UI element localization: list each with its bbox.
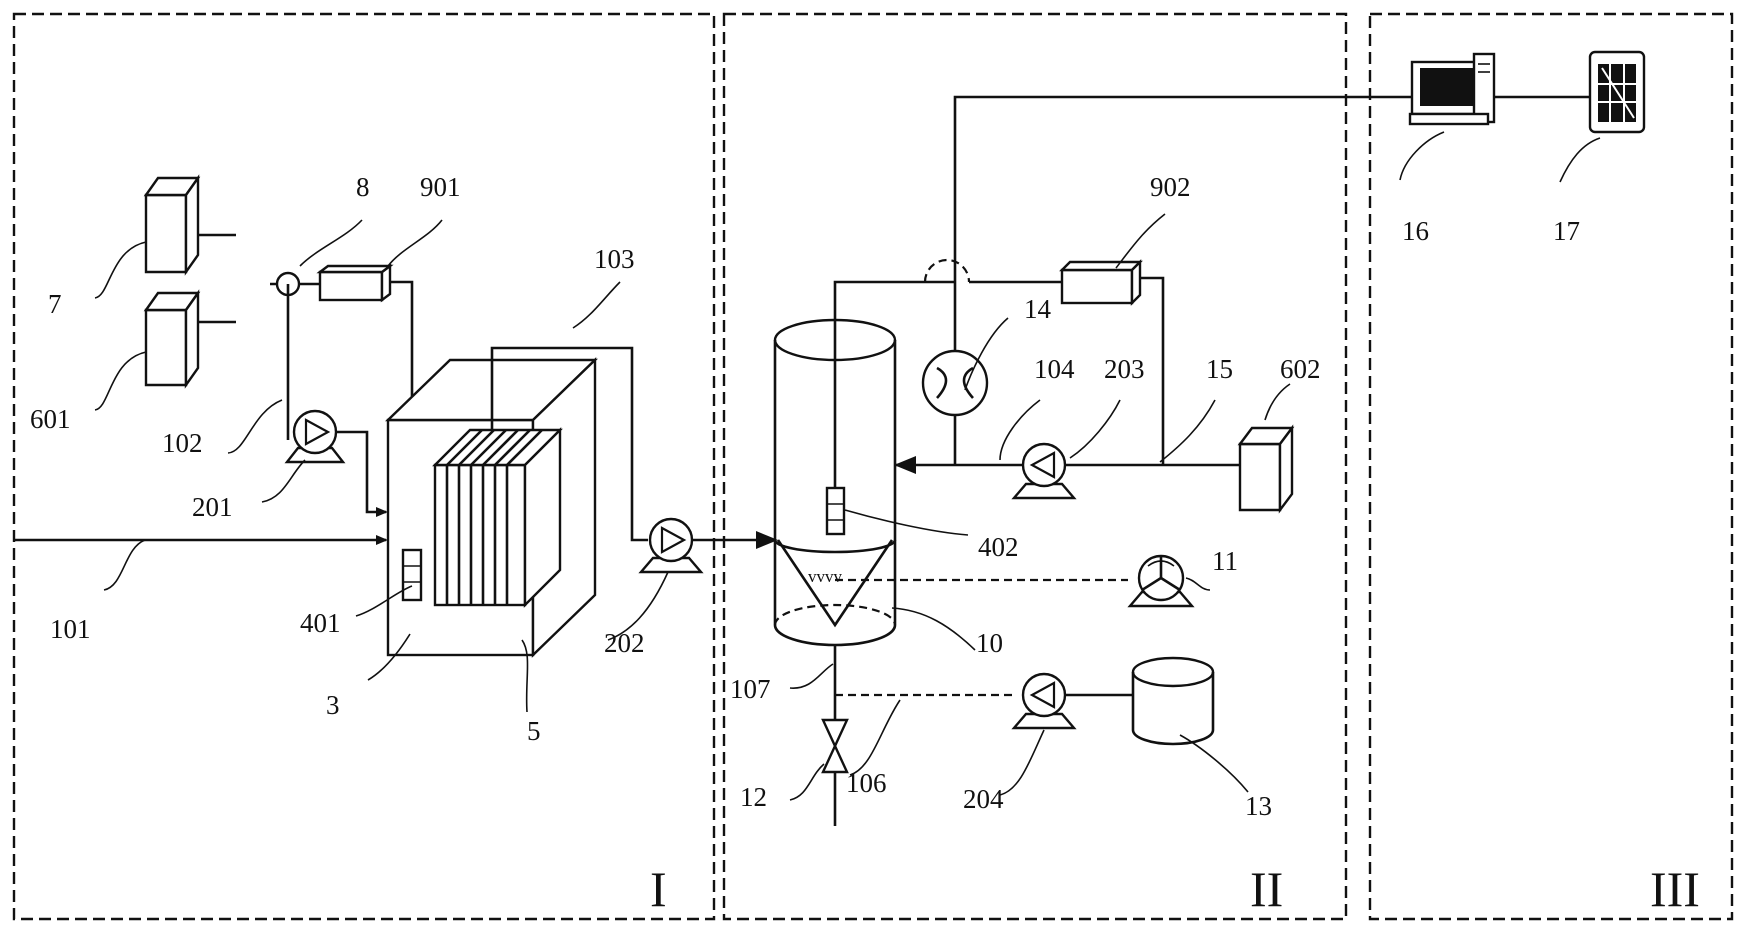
- device-901: [316, 263, 394, 303]
- section-label-3: III: [1650, 861, 1700, 917]
- label-101: 101: [50, 614, 91, 644]
- leader-lines: [94, 131, 1601, 801]
- tank-7: [143, 174, 236, 276]
- membrane-module-5: [432, 427, 563, 608]
- pump-204: [1011, 672, 1077, 730]
- section-frame-1: [12, 12, 716, 921]
- label-106: 106: [846, 768, 887, 798]
- label-901: 901: [420, 172, 461, 202]
- label-16: 16: [1402, 216, 1429, 246]
- valve-12: [821, 718, 849, 774]
- label-104: 104: [1034, 354, 1075, 384]
- tank-601: [143, 289, 236, 389]
- label-12: 12: [740, 782, 767, 812]
- section-label-1: I: [650, 861, 667, 917]
- section-frame-2: [722, 12, 1348, 921]
- label-401: 401: [300, 608, 341, 638]
- label-203: 203: [1104, 354, 1145, 384]
- flow-meter-14: [921, 349, 989, 417]
- probe-402: [825, 486, 846, 536]
- device-902: [1059, 259, 1143, 306]
- label-202: 202: [604, 628, 645, 658]
- computer-16: [1408, 52, 1496, 126]
- section-label-2: II: [1250, 861, 1283, 917]
- tablet-17: [1588, 50, 1646, 134]
- svg-text:vvvv: vvvv: [808, 567, 843, 586]
- label-8: 8: [356, 172, 370, 202]
- label-10: 10: [976, 628, 1003, 658]
- tank-13: [1131, 656, 1215, 746]
- label-102: 102: [162, 428, 203, 458]
- pump-201: [284, 409, 346, 464]
- label-902: 902: [1150, 172, 1191, 202]
- aerator-11: [1127, 554, 1195, 608]
- label-602: 602: [1280, 354, 1321, 384]
- pump-203: [1011, 442, 1077, 500]
- pump-202: [638, 517, 704, 574]
- label-14: 14: [1024, 294, 1052, 324]
- tank-602: [1237, 424, 1295, 514]
- label-201: 201: [192, 492, 233, 522]
- label-601: 601: [30, 404, 71, 434]
- label-5: 5: [527, 716, 541, 746]
- label-17: 17: [1553, 216, 1580, 246]
- label-15: 15: [1206, 354, 1233, 384]
- label-402: 402: [978, 532, 1019, 562]
- label-103: 103: [594, 244, 635, 274]
- label-13: 13: [1245, 791, 1272, 821]
- section-frame-3: [1368, 12, 1734, 921]
- label-107: 107: [730, 674, 771, 704]
- label-7: 7: [48, 289, 62, 319]
- label-204: 204: [963, 784, 1004, 814]
- label-11: 11: [1212, 546, 1238, 576]
- label-3: 3: [326, 690, 340, 720]
